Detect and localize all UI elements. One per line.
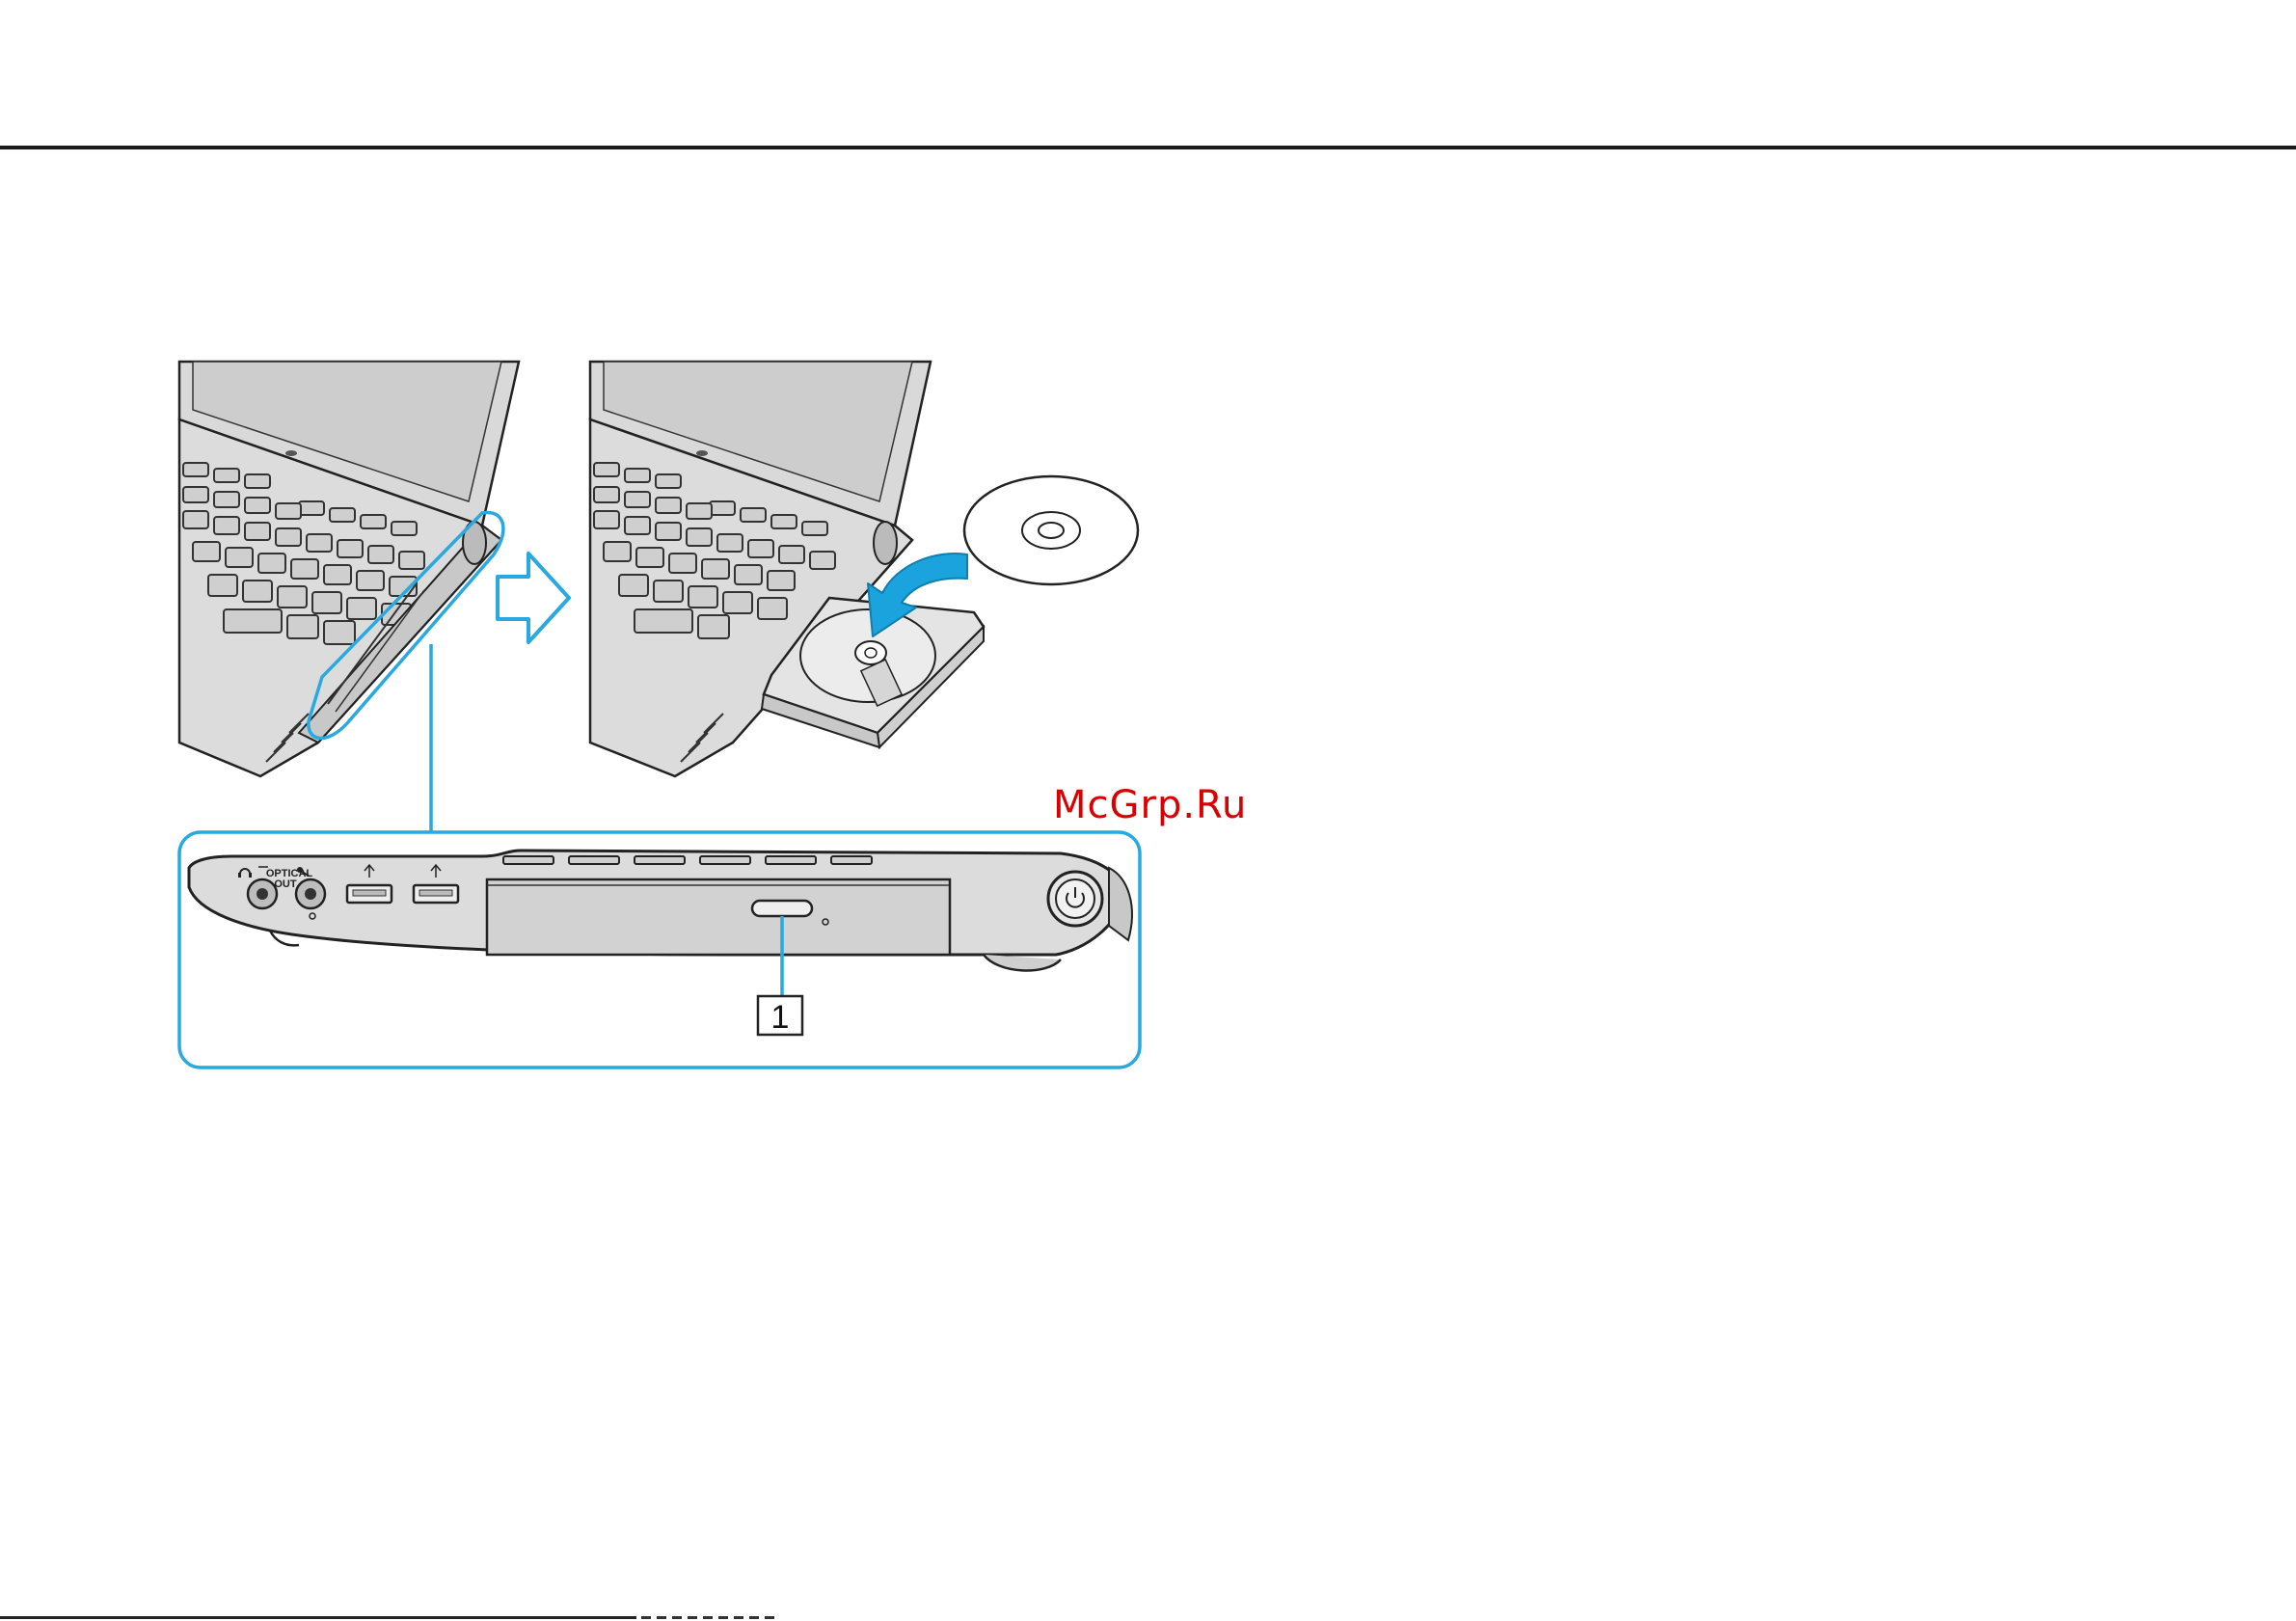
callout-number: 1: [771, 999, 790, 1036]
optical-out-label: OUT: [274, 878, 297, 890]
power-icon: [1048, 872, 1102, 926]
disc-icon: [964, 476, 1138, 584]
watermark: McGrp.Ru: [1053, 783, 1247, 827]
footer-rule-tail: [641, 1616, 776, 1619]
side-view-detail: OPTICAL OUT: [179, 832, 1140, 1067]
laptop-left: [179, 362, 519, 776]
footer-rule: [0, 1616, 636, 1619]
arrow-right-icon: [498, 554, 569, 642]
eject-button: [752, 901, 812, 916]
